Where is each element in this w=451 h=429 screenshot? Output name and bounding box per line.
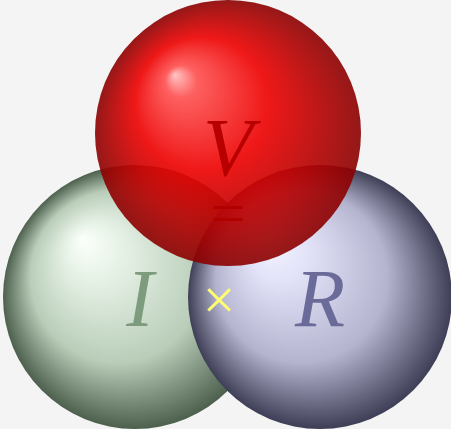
equals-sign: = (211, 182, 246, 244)
quantity-symbol: R (295, 258, 345, 340)
quantity-symbol: V (203, 107, 253, 189)
times-sign: × (203, 271, 236, 329)
quantity-symbol: I (126, 258, 153, 340)
sphere-circle (95, 0, 361, 266)
